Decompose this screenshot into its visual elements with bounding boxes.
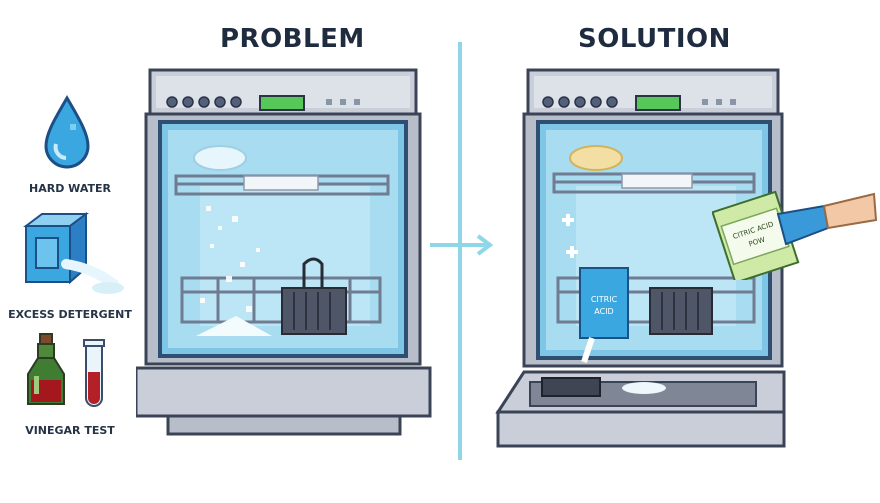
cause-label-excess-detergent: EXCESS DETERGENT bbox=[8, 308, 132, 321]
citric-acid-box bbox=[579, 267, 629, 339]
problem-title: PROBLEM bbox=[220, 24, 365, 54]
citric-acid-packet: CITRIC ACID POW bbox=[712, 190, 878, 280]
water-drop-icon bbox=[44, 95, 90, 169]
arrow-right-icon bbox=[430, 234, 494, 256]
solution-title: SOLUTION bbox=[578, 24, 731, 54]
vinegar-bottle-icon bbox=[27, 333, 65, 405]
control-knobs bbox=[166, 96, 242, 108]
glove-hand-icon bbox=[776, 204, 830, 246]
center-divider bbox=[458, 42, 462, 460]
control-knobs-solution bbox=[542, 96, 618, 108]
display-panel-solution bbox=[635, 95, 681, 111]
citric-box-label-line2: ACID bbox=[594, 307, 613, 316]
display-panel bbox=[259, 95, 305, 111]
cause-label-hard-water: HARD WATER bbox=[29, 182, 111, 195]
detergent-box-icon bbox=[23, 212, 124, 294]
citric-box-label-line1: CITRIC bbox=[591, 295, 618, 304]
solution-dishwasher: CITRIC ACID bbox=[495, 68, 786, 448]
test-tube-icon bbox=[83, 339, 105, 407]
problem-dishwasher bbox=[136, 68, 432, 436]
cutlery-basket bbox=[281, 287, 347, 335]
cause-label-vinegar-test: VINEGAR TEST bbox=[25, 424, 115, 437]
